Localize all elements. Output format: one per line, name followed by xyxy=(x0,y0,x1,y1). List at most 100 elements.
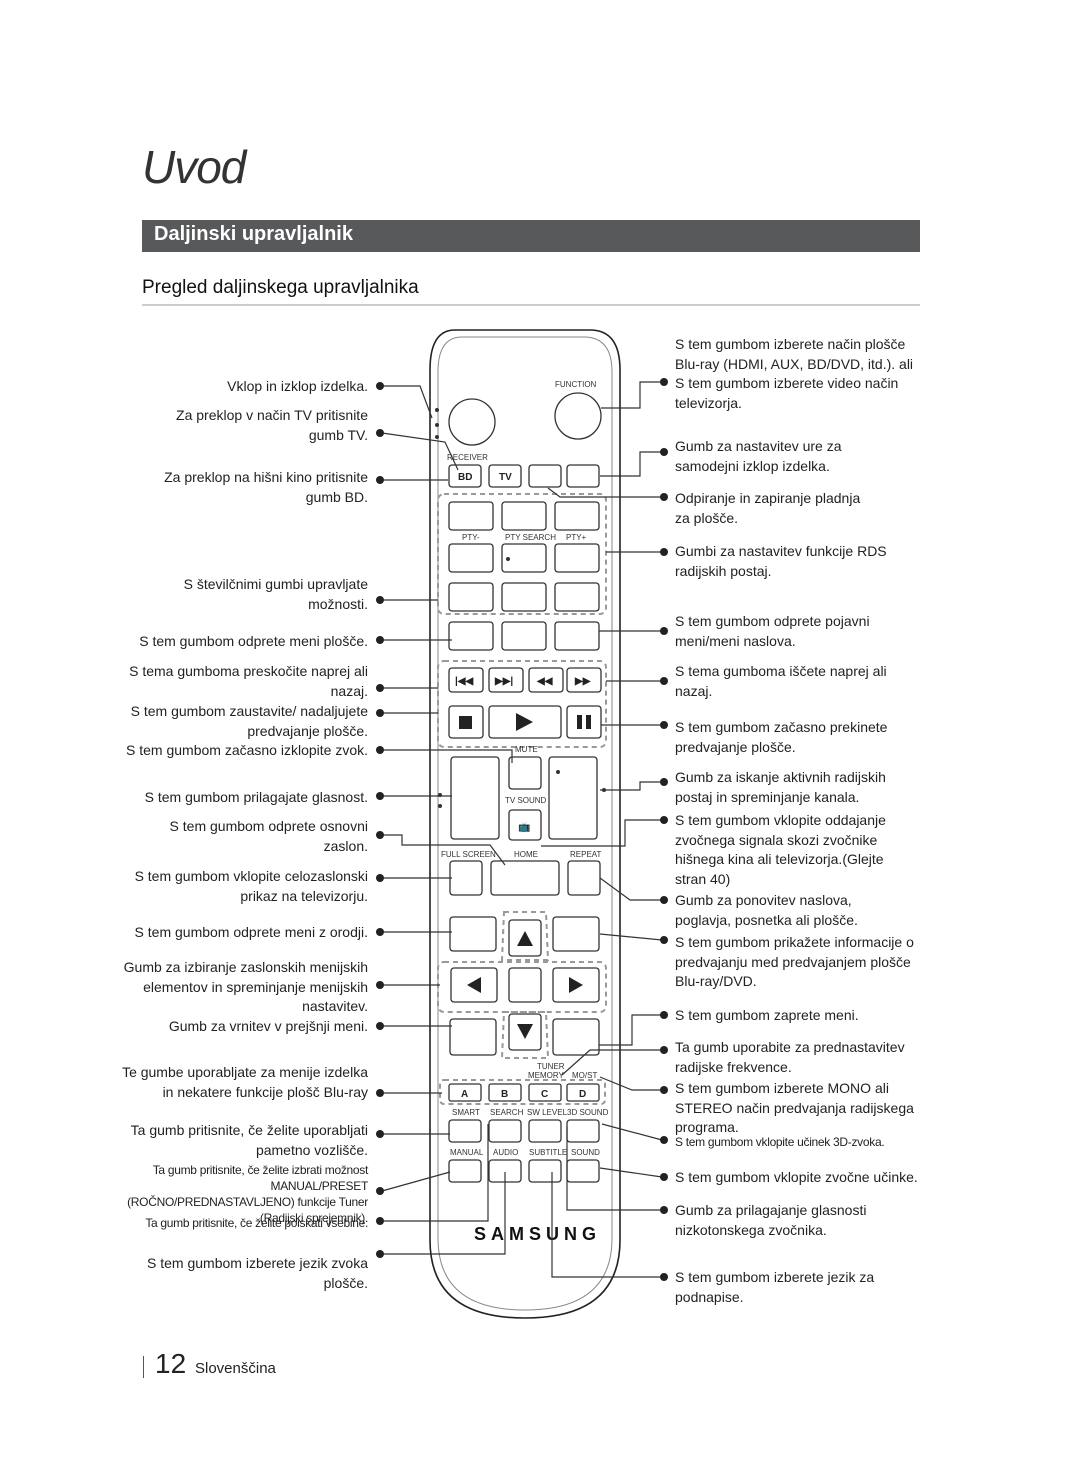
svg-text:SOUND: SOUND xyxy=(571,1148,600,1157)
disc-menu-button xyxy=(448,621,494,651)
label-search: Ta gumb pritisnite, če želite poiskati v… xyxy=(145,1216,368,1230)
svg-text:MANUAL: MANUAL xyxy=(450,1148,484,1157)
label-volume: S tem gumbom prilagajate glasnost. xyxy=(144,789,368,805)
svg-text:TUNER: TUNER xyxy=(537,1062,565,1071)
page-number: 12 xyxy=(155,1348,187,1379)
subtitle-button xyxy=(528,1159,562,1183)
label-tuner-memory: Ta gumb uporabite za prednastavitev radi… xyxy=(675,1039,905,1075)
label-tuning: Gumb za iskanje aktivnih radijskih posta… xyxy=(675,769,886,805)
info-button xyxy=(552,916,600,952)
svg-text:◀◀: ◀◀ xyxy=(536,676,553,687)
label-title-menu: S tem gumbom odprete pojavni meni/meni n… xyxy=(675,613,870,649)
label-sw-level: Gumb za prilagajanje glasnosti nizkotons… xyxy=(675,1202,867,1238)
svg-text:D: D xyxy=(579,1089,586,1100)
svg-text:SMART: SMART xyxy=(452,1108,480,1117)
bd-button xyxy=(448,464,482,488)
exit-button xyxy=(552,1018,600,1056)
smart-button xyxy=(448,1119,482,1143)
repeat-button xyxy=(567,860,601,896)
pty-search-label: PTY SEARCH xyxy=(505,533,556,542)
label-exit: S tem gumbom zaprete meni. xyxy=(675,1007,859,1023)
svg-text:TV: TV xyxy=(499,472,512,483)
tools-button xyxy=(449,916,497,952)
pty-plus-label: PTY+ xyxy=(566,533,587,542)
sleep-button xyxy=(528,464,562,488)
eject-button xyxy=(566,464,600,488)
label-search-fwd-back: S tema gumboma iščete naprej ali nazaj. xyxy=(675,663,887,699)
tv-sound-label: TV SOUND xyxy=(505,796,547,805)
label-pause: S tem gumbom začasno prekinete predvajan… xyxy=(675,719,888,755)
svg-text:SW LEVEL: SW LEVEL xyxy=(527,1108,568,1117)
section-title: Daljinski upravljalnik xyxy=(154,223,353,245)
mute-button xyxy=(508,756,542,790)
label-bd: Za preklop na hišni kino pritisnite gumb… xyxy=(164,469,368,505)
footer-divider xyxy=(143,1356,144,1378)
label-manual: Ta gumb pritisnite, če želite izbrati mo… xyxy=(127,1163,368,1225)
label-tv: Za preklop v način TV pritisnite gumb TV… xyxy=(176,407,368,443)
label-eject: Odpiranje in zapiranje pladnja za plošče… xyxy=(675,490,861,526)
svg-text:▶▶: ▶▶ xyxy=(574,676,592,687)
sound-button xyxy=(566,1159,600,1183)
pause-button xyxy=(566,705,602,739)
svg-text:A: A xyxy=(461,1089,468,1100)
tv-button xyxy=(488,464,522,488)
samsung-logo: SAMSUNG xyxy=(474,1224,601,1244)
label-smart: Ta gumb pritisnite, če želite uporabljat… xyxy=(130,1122,368,1158)
home-button xyxy=(490,860,560,896)
label-full-screen: S tem gumbom vklopite celozaslonski prik… xyxy=(134,868,368,904)
label-tools: S tem gumbom odprete meni z orodji. xyxy=(134,924,368,940)
section-rule xyxy=(142,304,920,306)
label-3d-sound: S tem gumbom vklopite učinek 3D-zvoka. xyxy=(675,1135,885,1149)
enter-button xyxy=(508,967,542,1003)
label-power: Vklop in izklop izdelka. xyxy=(227,378,368,394)
label-color-buttons: Te gumbe uporabljate za menije izdelka i… xyxy=(122,1064,368,1100)
pty-minus-label: PTY- xyxy=(462,533,480,542)
tuner-memory-label: MEMORY xyxy=(528,1071,565,1080)
label-mo-st: S tem gumbom izberete MONO ali STEREO na… xyxy=(675,1080,914,1135)
repeat-label: REPEAT xyxy=(570,850,602,859)
tuning-rocker xyxy=(548,756,598,840)
label-stop: S tem gumbom zaustavite/ nadaljujete pre… xyxy=(130,703,368,739)
label-audio: S tem gumbom izberete jezik zvoka plošče… xyxy=(147,1255,368,1291)
label-skip: S tema gumboma preskočite naprej ali naz… xyxy=(129,663,368,699)
tv-sound-button xyxy=(508,809,542,841)
subsection-title: Pregled daljinskega upravljalnika xyxy=(142,277,419,298)
home-label: HOME xyxy=(514,850,538,859)
section-banner: Daljinski upravljalnik xyxy=(142,220,920,252)
label-repeat: Gumb za ponovitev naslova, poglavja, pos… xyxy=(675,892,858,928)
svg-text:3D SOUND: 3D SOUND xyxy=(567,1108,609,1117)
volume-rocker xyxy=(450,756,500,840)
label-mute: S tem gumbom začasno izklopite zvok. xyxy=(126,742,368,758)
label-info: S tem gumbom prikažete informacije o pre… xyxy=(675,934,914,989)
svg-text:B: B xyxy=(501,1089,508,1100)
svg-text:▶▶|: ▶▶| xyxy=(494,676,513,687)
svg-text:SEARCH: SEARCH xyxy=(490,1108,524,1117)
svg-text:C: C xyxy=(541,1089,548,1100)
full-screen-label: FULL SCREEN xyxy=(441,850,496,859)
label-home: S tem gumbom odprete osnovni zaslon. xyxy=(169,818,368,854)
3d-sound-button xyxy=(566,1119,600,1143)
svg-text:SUBTITLE: SUBTITLE xyxy=(529,1148,567,1157)
svg-text:BD: BD xyxy=(458,472,472,483)
power-button xyxy=(448,398,496,446)
manual-button xyxy=(448,1159,482,1183)
function-button xyxy=(554,392,602,440)
function-label: FUNCTION xyxy=(555,380,597,389)
receiver-label: RECEIVER xyxy=(447,453,488,462)
search-button xyxy=(488,1119,522,1143)
label-return: Gumb za vrnitev v prejšnji meni. xyxy=(168,1018,368,1034)
mo-st-label: MO/ST xyxy=(572,1071,597,1080)
label-tv-sound: S tem gumbom vklopite oddajanje zvočnega… xyxy=(675,812,886,887)
label-numeric: S številčnimi gumbi upravljate možnosti. xyxy=(183,576,368,612)
full-screen-button xyxy=(449,860,483,896)
label-function: S tem gumbom izberete način plošče Blu-r… xyxy=(675,336,914,411)
label-disc-menu: S tem gumbom odprete meni plošče. xyxy=(139,633,368,649)
return-button xyxy=(449,1018,497,1056)
svg-text:AUDIO: AUDIO xyxy=(493,1148,518,1157)
footer-language: Slovenščina xyxy=(195,1360,276,1377)
label-rds: Gumbi za nastavitev funkcije RDS radijsk… xyxy=(675,543,887,579)
sw-level-button xyxy=(528,1119,562,1143)
label-sleep: Gumb za nastavitev ure za samodejni izkl… xyxy=(675,438,842,474)
title-menu-button xyxy=(554,621,600,651)
